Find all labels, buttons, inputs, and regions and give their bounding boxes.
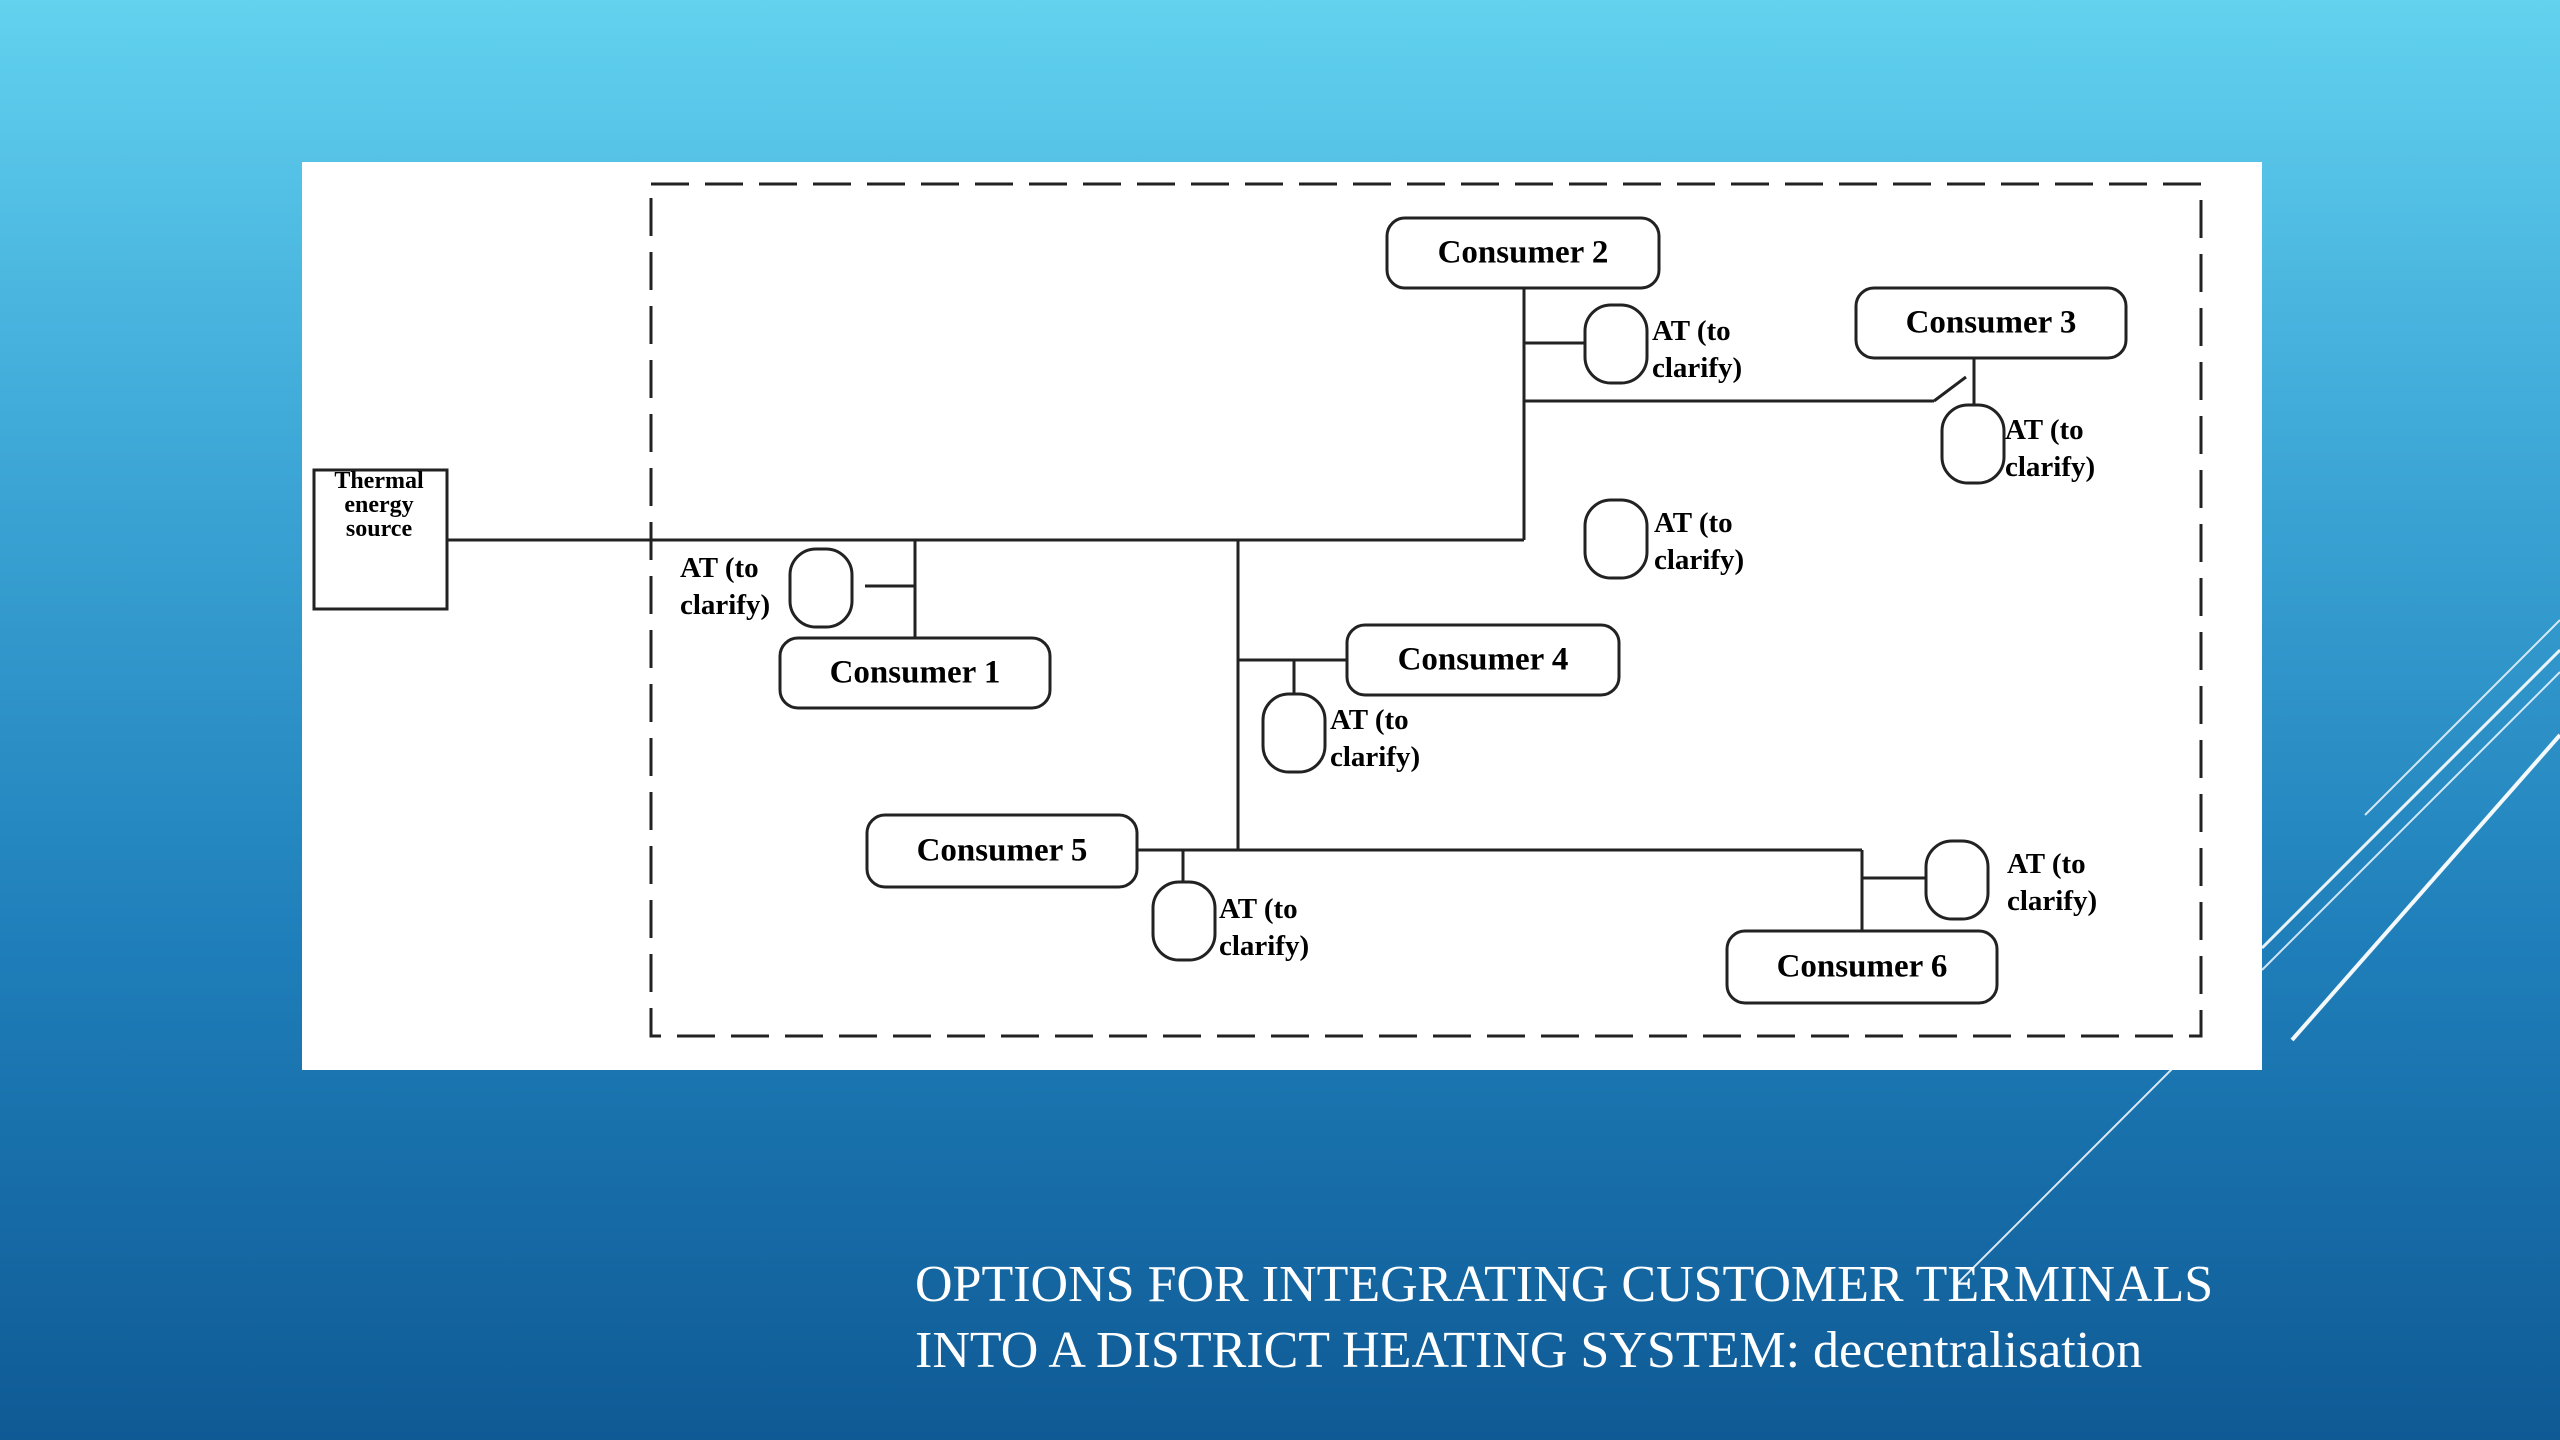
slide-title-line-1: OPTIONS FOR INTEGRATING CUSTOMER TERMINA… [915,1256,2214,1313]
network-boundary [649,182,2203,1038]
at-terminal-1 [788,547,854,629]
at-terminal-4 [1261,692,1327,774]
consumer-2-box [1385,216,1661,290]
consumer-3-box [1854,286,2128,360]
at-label-6: AT (to clarify) [2007,848,2098,917]
at-terminal-6 [1924,839,1990,921]
consumer-6-box [1725,929,1999,1005]
at-label-2: AT (to clarify) [1652,315,1743,384]
at-label-5: AT (to clarify) [1219,893,1310,962]
at-terminal-5 [1151,880,1217,962]
slide-title-line-2: INTO A DISTRICT HEATING SYSTEM: decentra… [915,1322,2143,1379]
consumer-2-label: Consumer 2 [1437,234,1609,271]
at-terminal-main [1583,498,1649,580]
consumer-1-box [778,636,1052,710]
at-label-1: AT (to clarify) [680,552,771,621]
consumer-4-label: Consumer 4 [1397,641,1569,678]
consumer-6-label: Consumer 6 [1776,948,1948,985]
at-label-main: AT (to clarify) [1654,507,1745,576]
district-heating-diagram [312,182,2203,1038]
thermal-source-label: Thermal energy source [334,468,424,542]
consumer-5-label: Consumer 5 [916,832,1088,869]
diagram-panel: Thermal energy source Consumer 1 Consume… [302,162,2262,1070]
consumer-1-label: Consumer 1 [829,654,1001,691]
slide-title: OPTIONS FOR INTEGRATING CUSTOMER TERMINA… [915,1252,2395,1384]
at-terminal-2 [1583,303,1649,385]
at-label-4: AT (to clarify) [1330,704,1421,773]
consumer-5-box [865,813,1139,889]
consumer-3-label: Consumer 3 [1905,304,2077,341]
at-label-3: AT (to clarify) [2005,414,2096,483]
consumer-4-box [1345,623,1621,697]
at-terminal-3 [1940,403,2006,485]
